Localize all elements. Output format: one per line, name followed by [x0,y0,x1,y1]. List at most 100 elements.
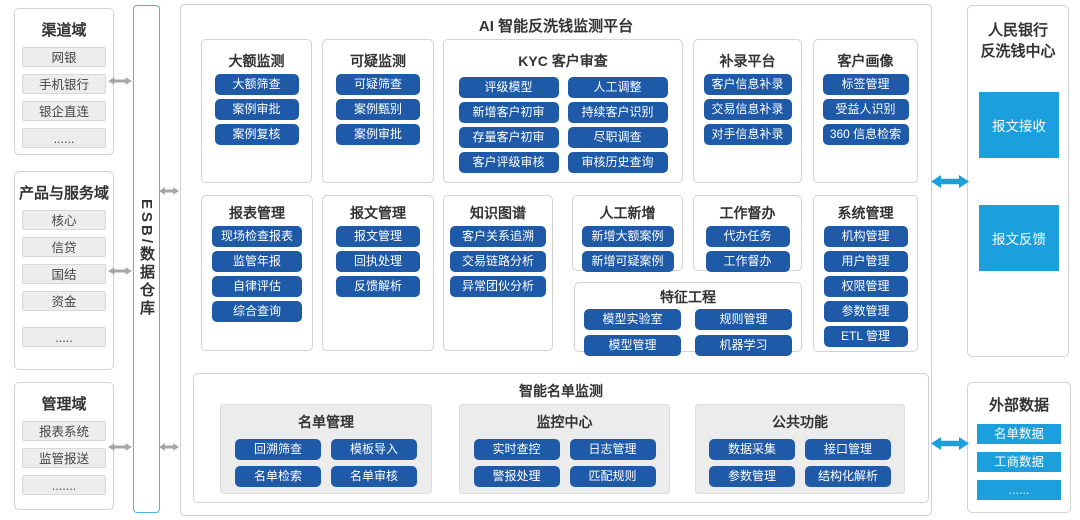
feature-button: 客户关系追溯 [450,226,546,247]
module-customer-profile: 客户画像 标签管理 受益人识别 360 信息检索 [813,39,918,183]
module-work-supervision: 工作督办 代办任务 工作督办 [693,195,802,272]
pboc-title: 人民银行 反洗钱中心 [968,6,1068,62]
feature-button: 名单检索 [235,466,321,487]
feature-button: 标签管理 [822,74,909,95]
panel-product-domain: 产品与服务域 核心 信贷 国结 资金 ..... [14,171,114,370]
feature-button: 审核历史查询 [567,152,668,173]
feature-button: 案例审批 [214,99,299,120]
module-list-monitoring: 智能名单监测 名单管理 回溯筛查 模板导入 名单检索 名单审核 监控中心 实时查… [193,373,929,503]
external-data-item-more: ...... [977,480,1061,500]
panel-pboc-aml-center: 人民银行 反洗钱中心 报文接收 报文反馈 [967,5,1069,357]
feature-button: 接口管理 [805,439,891,460]
feature-button: 对手信息补录 [703,124,792,145]
pboc-message-feedback: 报文反馈 [979,205,1059,271]
module-system-management: 系统管理 机构管理 用户管理 权限管理 参数管理 ETL 管理 [813,195,918,352]
module-title: KYC 客户审查 [518,53,608,69]
module-message-management: 报文管理 报文管理 回执处理 反馈解析 [322,195,434,351]
module-feature-engineering: 特征工程 模型实验室 规则管理 模型管理 机器学习 [574,282,802,356]
management-item: 报表系统 [22,421,106,441]
esb-label: ESB/数据仓库 [138,199,155,319]
feature-button: 持续客户识别 [567,102,668,123]
feature-button: ETL 管理 [823,326,908,347]
group-title: 名单管理 [298,414,354,430]
pboc-title-line1: 人民银行 [987,22,1048,39]
external-data-item: 工商数据 [977,452,1061,472]
feature-button: 大额筛查 [214,74,299,95]
module-title: 系统管理 [837,205,894,221]
channel-domain-title: 渠道域 [41,22,87,39]
feature-button: 用户管理 [823,251,908,272]
module-title: 智能名单监测 [519,383,603,399]
platform-title: AI 智能反洗钱监测平台 [478,18,634,35]
module-title: 人工新增 [599,205,656,221]
channel-item-more: ...... [22,128,106,148]
product-item: 资金 [22,291,106,311]
product-item: 核心 [22,210,106,230]
feature-button: 工作督办 [705,251,790,272]
product-domain-title: 产品与服务域 [18,185,109,202]
module-title: 客户画像 [837,53,894,69]
channel-item: 网银 [22,47,106,67]
feature-button: 实时查控 [473,439,560,460]
module-title: 工作督办 [719,205,776,221]
group-common-functions: 公共功能 数据采集 接口管理 参数管理 结构化解析 [695,404,905,494]
feature-button: 交易链路分析 [450,251,546,272]
feature-button: 存量客户初审 [458,127,559,148]
feature-button: 可疑筛查 [336,74,420,95]
feature-button: 异常团伙分析 [450,276,546,297]
feature-button: 综合查询 [212,301,302,322]
gray-double-arrow [108,267,132,275]
product-item: 信贷 [22,237,106,257]
module-title: 特征工程 [660,289,716,305]
module-kyc-review: KYC 客户审查 评级模型 人工调整 新增客户初审 持续客户识别 存量客户初审 … [443,39,683,183]
esb-data-warehouse-bar: ESB/数据仓库 [133,5,160,513]
module-title: 知识图谱 [470,205,526,221]
group-title: 公共功能 [772,414,828,430]
feature-button: 受益人识别 [822,99,909,120]
feature-button: 匹配规则 [569,466,656,487]
feature-button: 案例甄别 [336,99,420,120]
module-large-amount-monitor: 大额监测 大额筛查 案例审批 案例复核 [201,39,312,183]
gray-double-arrow [108,443,132,451]
module-title: 补录平台 [719,53,776,69]
module-title: 报表管理 [229,205,285,221]
feature-button: 新增客户初审 [458,102,559,123]
feature-button: 人工调整 [567,77,668,98]
feature-button: 客户信息补录 [703,74,792,95]
feature-button: 模型管理 [584,335,681,356]
management-item: 监管报送 [22,448,106,468]
module-title: 可疑监测 [350,53,406,69]
module-manual-add: 人工新增 新增大额案例 新增可疑案例 [572,195,683,272]
feature-button: 参数管理 [709,466,795,487]
channel-item: 银企直连 [22,101,106,121]
panel-management-domain: 管理域 报表系统 监管报送 ....... [14,382,114,510]
feature-button: 报文管理 [336,226,420,247]
feature-button: 尽职调查 [567,127,668,148]
pboc-title-line2: 反洗钱中心 [980,43,1056,60]
module-suspicious-monitor: 可疑监测 可疑筛查 案例甄别 案例审批 [322,39,434,183]
external-data-item: 名单数据 [977,424,1061,444]
module-knowledge-graph: 知识图谱 客户关系追溯 交易链路分析 异常团伙分析 [443,195,553,351]
pboc-message-receive: 报文接收 [979,92,1059,158]
feature-button: 警报处理 [473,466,560,487]
feature-button: 代办任务 [705,226,790,247]
feature-button: 监管年报 [212,251,302,272]
feature-button: 360 信息检索 [822,124,909,145]
feature-button: 日志管理 [569,439,656,460]
module-title: 报文管理 [350,205,406,221]
blue-double-arrow [931,175,969,188]
feature-button: 评级模型 [458,77,559,98]
feature-button: 模板导入 [331,439,417,460]
product-item-more: ..... [22,327,106,347]
feature-button: 权限管理 [823,276,908,297]
panel-external-data: 外部数据 名单数据 工商数据 ...... [967,382,1071,513]
panel-channel-domain: 渠道域 网银 手机银行 银企直连 ...... [14,8,114,155]
channel-item: 手机银行 [22,74,106,94]
feature-button: 自律评估 [212,276,302,297]
external-data-title: 外部数据 [988,397,1049,414]
module-supplement-platform: 补录平台 客户信息补录 交易信息补录 对手信息补录 [693,39,802,183]
blue-double-arrow [931,437,969,450]
feature-button: 规则管理 [695,309,792,330]
management-domain-title: 管理域 [41,396,87,413]
